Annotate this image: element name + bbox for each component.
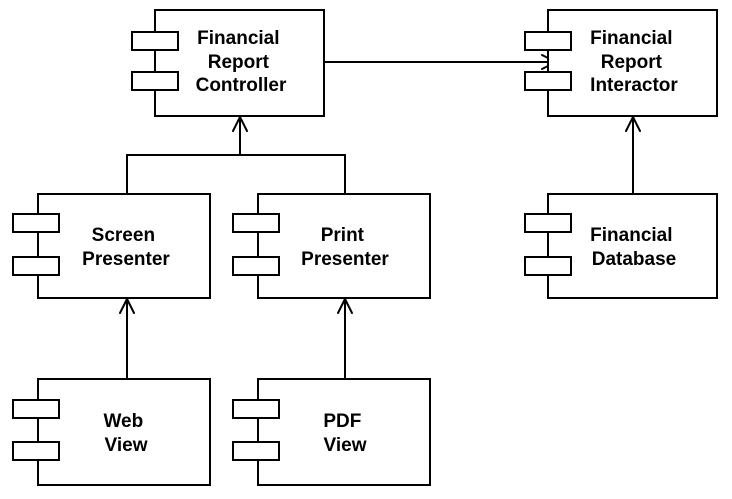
connector-webview-to-screen-presenter	[119, 298, 135, 379]
component-port-icon	[232, 256, 280, 276]
component-box	[37, 378, 211, 486]
component-port-icon	[131, 71, 179, 91]
component-port-icon	[232, 441, 280, 461]
component-port-icon	[524, 71, 572, 91]
component-port-icon	[12, 399, 60, 419]
component-port-icon	[232, 399, 280, 419]
component-port-icon	[131, 31, 179, 51]
connector-presenters-to-controller	[126, 116, 346, 194]
component-box	[37, 193, 211, 299]
component-label: Web View	[103, 411, 148, 456]
component-print-presenter: Print Presenter	[232, 193, 431, 299]
component-port-icon	[524, 256, 572, 276]
component-port-icon	[12, 213, 60, 233]
component-port-icon	[524, 31, 572, 51]
component-pdf-view: PDF View	[232, 378, 431, 486]
component-label: Financial Report Controller	[196, 28, 287, 96]
component-label: PDF View	[323, 411, 366, 456]
connector-controller-to-interactor	[324, 54, 557, 70]
component-port-icon	[12, 256, 60, 276]
component-financial-database: Financial Database	[524, 193, 718, 299]
component-box	[547, 193, 718, 299]
component-financial-report-interactor: Financial Report Interactor	[524, 9, 718, 117]
component-label: Print Presenter	[301, 225, 389, 270]
component-web-view: Web View	[12, 378, 211, 486]
component-box	[257, 378, 431, 486]
component-screen-presenter: Screen Presenter	[12, 193, 211, 299]
component-port-icon	[12, 441, 60, 461]
component-box	[154, 9, 325, 117]
component-financial-report-controller: Financial Report Controller	[131, 9, 325, 117]
component-label: Screen Presenter	[82, 225, 170, 270]
component-label: Financial Report Interactor	[590, 28, 678, 96]
component-label: Financial Database	[590, 225, 678, 270]
component-box	[547, 9, 718, 117]
connector-pdfview-to-print-presenter	[337, 298, 353, 379]
connector-database-to-interactor	[625, 116, 641, 194]
component-port-icon	[524, 213, 572, 233]
component-box	[257, 193, 431, 299]
component-port-icon	[232, 213, 280, 233]
